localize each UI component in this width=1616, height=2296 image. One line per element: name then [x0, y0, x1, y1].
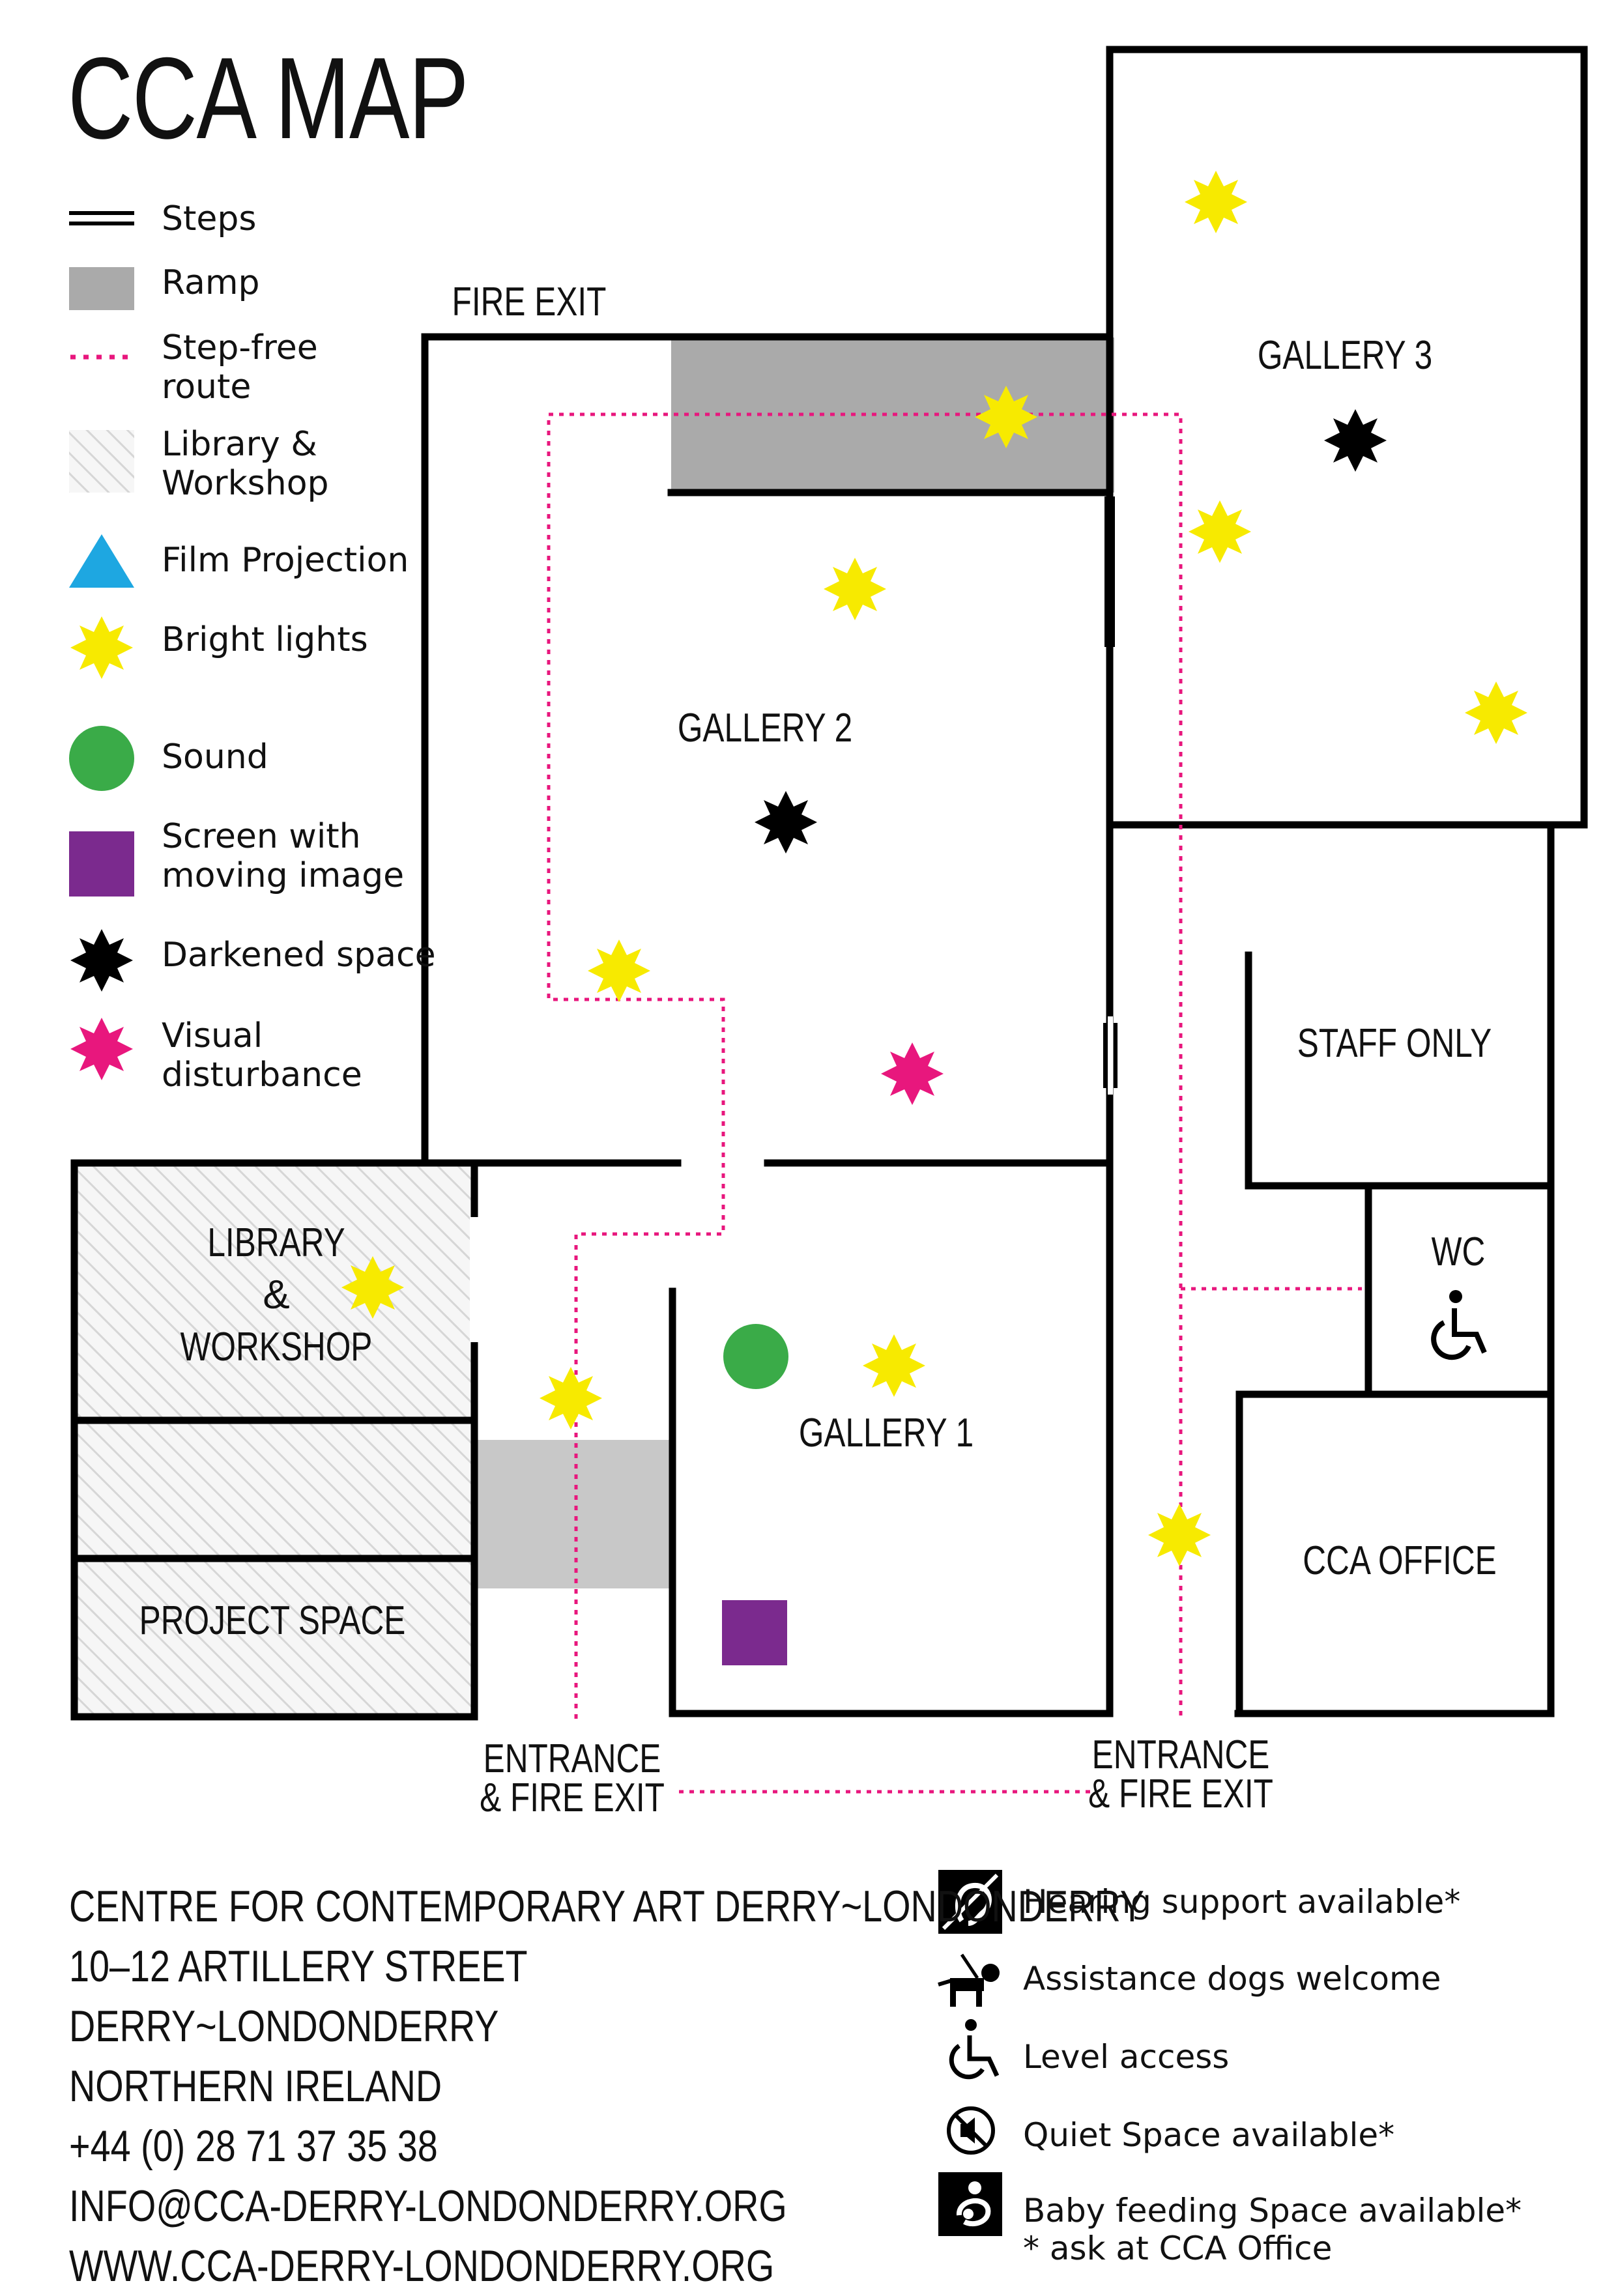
- bright-lights-marker: [341, 1256, 404, 1319]
- website-link[interactable]: WWW.CCA-DERRY-LONDONDERRY.ORG: [69, 2241, 775, 2291]
- bright-lights-marker: [1185, 171, 1247, 233]
- assistance-dogs-label: Assistance dogs welcome: [1023, 1960, 1441, 1998]
- darkened-space-marker: [755, 791, 817, 854]
- darkened-space-marker: [1324, 409, 1387, 472]
- legend-bright-label: Bright lights: [162, 620, 368, 659]
- quiet-space-label: Quiet Space available*: [1023, 2116, 1395, 2154]
- legend-screen-label-2: moving image: [162, 856, 405, 895]
- sound-legend-icon: [69, 726, 134, 791]
- library-label-2: &: [263, 1272, 289, 1317]
- legend-step-free-label-2: route: [162, 367, 252, 407]
- entrance-right-label-2: & FIRE EXIT: [1088, 1771, 1273, 1816]
- ramp-legend-icon: [69, 267, 134, 310]
- legend-library-label-1: Library &: [162, 425, 317, 464]
- legend-darkened-label: Darkened space: [162, 936, 436, 975]
- staff-only-label: STAFF ONLY: [1297, 1020, 1492, 1066]
- legend-film-label: Film Projection: [162, 541, 409, 580]
- bright-lights-marker: [540, 1367, 602, 1429]
- legend-step-free-label-1: Step-free: [162, 328, 318, 367]
- bright-lights-marker: [824, 558, 886, 620]
- bright-lights-marker: [863, 1334, 925, 1397]
- wc-wheelchair-icon: [1431, 1290, 1487, 1360]
- legend-symbols: [69, 211, 134, 1080]
- address-line-1: CENTRE FOR CONTEMPORARY ART DERRY~LONDON…: [69, 1882, 1144, 1931]
- screen-legend-icon: [69, 831, 134, 897]
- library-legend-icon: [69, 430, 134, 493]
- page-title: CCA MAP: [68, 33, 469, 163]
- bright-lights-marker: [1189, 500, 1251, 563]
- access-footnote: * ask at CCA Office: [1023, 2230, 1333, 2267]
- baby-feeding-label: Baby feeding Space available*: [1023, 2192, 1522, 2230]
- gallery-3-label: GALLERY 3: [1258, 332, 1432, 378]
- legend-ramp-label: Ramp: [162, 263, 260, 302]
- assistance-dog-icon: [938, 1953, 1000, 2007]
- address-line-4: NORTHERN IRELAND: [69, 2061, 442, 2111]
- entrance-left-label-2: & FIRE EXIT: [480, 1775, 665, 1820]
- address-line-3: DERRY~LONDONDERRY: [69, 2002, 499, 2051]
- ramp-lower: [477, 1440, 671, 1588]
- legend-steps-label: Steps: [162, 199, 257, 238]
- library-label-1: LIBRARY: [207, 1220, 345, 1265]
- room-labels: GALLERY 3 GALLERY 2 GALLERY 1 STAFF ONLY…: [139, 279, 1497, 1820]
- phone-number: +44 (0) 28 71 37 35 38: [69, 2121, 438, 2171]
- hearing-support-label: Hearing support available*: [1023, 1883, 1461, 1921]
- map-markers: [341, 171, 1527, 1665]
- hearing-support-icon: [938, 1870, 1002, 1934]
- screen-marker: [722, 1600, 787, 1665]
- visual-disturbance-marker: [881, 1042, 944, 1105]
- cca-office-label: CCA OFFICE: [1303, 1538, 1497, 1583]
- wc-label: WC: [1432, 1229, 1486, 1274]
- bright-lights-marker: [975, 386, 1037, 448]
- step-free-route: [547, 412, 1362, 1794]
- bright-lights-marker: [1465, 682, 1527, 744]
- legend-visual-label-1: Visual: [162, 1016, 263, 1055]
- walls: [70, 46, 1588, 1721]
- legend-visual-label-2: disturbance: [162, 1055, 362, 1095]
- legend-screen-label-1: Screen with: [162, 817, 361, 856]
- gallery-1-label: GALLERY 1: [799, 1410, 974, 1456]
- visual-disturbance-legend-icon: [70, 1018, 133, 1080]
- email-address[interactable]: INFO@CCA-DERRY-LONDONDERRY.ORG: [69, 2181, 787, 2231]
- bright-lights-marker: [588, 940, 650, 1002]
- legend-library-label-2: Workshop: [162, 464, 329, 503]
- darkened-space-legend-icon: [70, 929, 133, 992]
- library-label-3: WORKSHOP: [180, 1324, 373, 1370]
- bright-lights-marker: [1148, 1504, 1211, 1566]
- film-projection-legend-icon: [69, 534, 134, 588]
- project-space-label: PROJECT SPACE: [139, 1598, 406, 1643]
- sound-marker: [723, 1324, 788, 1389]
- entrance-left-label-1: ENTRANCE: [483, 1736, 661, 1781]
- baby-feeding-icon: [938, 2172, 1002, 2236]
- gallery-2-label: GALLERY 2: [678, 705, 852, 751]
- bright-lights-legend-icon: [70, 616, 133, 679]
- level-access-label: Level access: [1023, 2038, 1230, 2076]
- quiet-space-icon: [947, 2106, 995, 2155]
- level-access-icon: [949, 2019, 1000, 2080]
- library-workshop-area: [74, 1165, 474, 1719]
- address-line-2: 10–12 ARTILLERY STREET: [69, 1942, 528, 1991]
- entrance-right-label-1: ENTRANCE: [1092, 1732, 1270, 1777]
- access-icons: [938, 1870, 1002, 2236]
- legend-sound-label: Sound: [162, 738, 268, 777]
- fire-exit-label: FIRE EXIT: [452, 279, 607, 324]
- address-block: CENTRE FOR CONTEMPORARY ART DERRY~LONDON…: [69, 1876, 1144, 2296]
